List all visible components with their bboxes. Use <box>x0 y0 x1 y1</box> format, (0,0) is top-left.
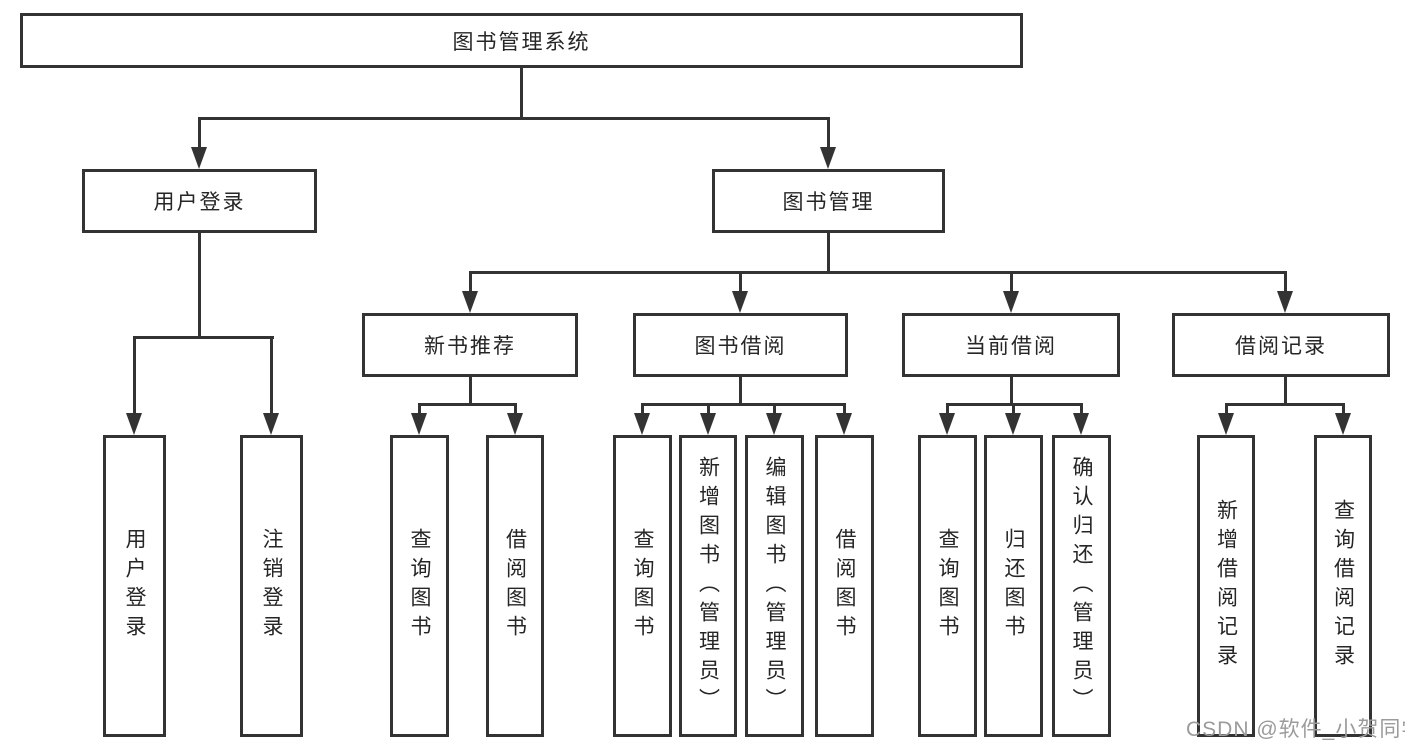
connector-book-management-stem <box>827 233 830 274</box>
arrow-down-icon <box>1218 413 1234 435</box>
leaf-confirm-return-admin: 确认归还（管理员） <box>1052 435 1111 737</box>
connector-leaf-stub <box>641 403 644 416</box>
arrow-down-icon <box>1335 413 1351 435</box>
arrow-down-icon <box>263 413 279 435</box>
leaf-label: 归还图书 <box>1002 528 1025 644</box>
node-current-borrow: 当前借阅 <box>902 313 1120 377</box>
connector-leaf-stub <box>514 403 517 416</box>
arrow-down-icon <box>700 413 716 435</box>
connector-book-management-rail <box>469 271 1287 274</box>
leaf-borrow-books-2: 借阅图书 <box>815 435 874 737</box>
node-borrow-records: 借阅记录 <box>1172 313 1390 377</box>
connector-leaf-stub <box>773 403 776 416</box>
leaf-label: 查询图书 <box>936 528 959 644</box>
leaf-query-books: 查询图书 <box>390 435 449 737</box>
node-label: 当前借阅 <box>965 335 1057 358</box>
leaf-label: 新增借阅记录 <box>1214 499 1238 673</box>
leaf-label: 查询图书 <box>408 528 431 644</box>
node-book-management: 图书管理 <box>712 169 945 233</box>
connector-leaf-stub <box>843 403 846 416</box>
arrow-down-icon <box>1073 413 1089 435</box>
connector-leaf-stub <box>1342 403 1345 416</box>
connector-current-borrow-stem <box>1010 377 1013 406</box>
arrow-down-icon <box>462 291 478 313</box>
connector-new-book-rail <box>418 403 517 406</box>
arrow-down-icon <box>126 413 142 435</box>
node-label: 借阅记录 <box>1235 335 1327 358</box>
arrow-down-icon <box>1277 291 1293 313</box>
connector-book-borrow-stem <box>739 377 742 406</box>
leaf-label: 新增图书（管理员） <box>696 455 720 717</box>
node-label: 图书管理系统 <box>452 30 591 54</box>
arrow-down-icon <box>766 413 782 435</box>
arrow-down-icon <box>820 147 836 169</box>
leaf-label: 编辑图书（管理员） <box>763 455 786 717</box>
leaf-query-books-3: 查询图书 <box>918 435 977 737</box>
connector-leaf-stub <box>418 403 421 416</box>
connector-leaf-stub <box>1080 403 1083 416</box>
leaf-label: 查询借阅记录 <box>1331 499 1355 673</box>
connector-user-login-rail <box>133 336 274 339</box>
node-book-borrow: 图书借阅 <box>633 313 848 377</box>
node-label: 新书推荐 <box>424 335 516 358</box>
connector-to-book-borrow <box>739 271 742 293</box>
leaf-label: 借阅图书 <box>833 528 856 644</box>
node-library-management-system: 图书管理系统 <box>20 13 1023 68</box>
leaf-label: 用户登录 <box>123 528 146 644</box>
connector-root-rail <box>198 117 830 120</box>
connector-leaf-stub <box>1225 403 1228 416</box>
leaf-label: 借阅图书 <box>503 528 527 644</box>
leaf-add-book-admin: 新增图书（管理员） <box>679 435 737 737</box>
arrow-down-icon <box>191 147 207 169</box>
arrow-down-icon <box>411 413 427 435</box>
connector-to-leaf-logout <box>270 336 273 416</box>
connector-root-stem <box>520 68 523 118</box>
leaf-user-login: 用户登录 <box>103 435 166 737</box>
arrow-down-icon <box>836 413 852 435</box>
leaf-query-borrow-record: 查询借阅记录 <box>1314 435 1372 737</box>
arrow-down-icon <box>732 291 748 313</box>
connector-to-user-login <box>198 117 201 148</box>
leaf-add-borrow-record: 新增借阅记录 <box>1197 435 1255 737</box>
connector-to-book-management <box>827 117 830 148</box>
leaf-label: 注销登录 <box>260 528 283 644</box>
connector-user-login-stem <box>198 233 201 337</box>
connector-book-borrow-rail <box>641 403 846 406</box>
connector-to-new-book-recommend <box>469 271 472 293</box>
node-label: 图书管理 <box>782 191 875 214</box>
leaf-borrow-books: 借阅图书 <box>486 435 544 737</box>
connector-leaf-stub <box>707 403 710 416</box>
leaf-label: 查询图书 <box>631 528 654 644</box>
connector-to-current-borrow <box>1010 271 1013 293</box>
connector-to-leaf-user-login <box>133 336 136 416</box>
arrow-down-icon <box>1005 413 1021 435</box>
arrow-down-icon <box>1003 291 1019 313</box>
connector-leaf-stub <box>1012 403 1015 416</box>
connector-to-borrow-records <box>1284 271 1287 293</box>
arrow-down-icon <box>634 413 650 435</box>
arrow-down-icon <box>939 413 955 435</box>
leaf-edit-book-admin: 编辑图书（管理员） <box>745 435 804 737</box>
node-user-login: 用户登录 <box>82 169 317 233</box>
connector-new-book-stem <box>469 377 472 406</box>
leaf-logout: 注销登录 <box>240 435 303 737</box>
node-label: 用户登录 <box>153 191 246 214</box>
leaf-return-book: 归还图书 <box>984 435 1043 737</box>
arrow-down-icon <box>507 413 523 435</box>
leaf-label: 确认归还（管理员） <box>1070 455 1093 717</box>
leaf-query-books-2: 查询图书 <box>613 435 672 737</box>
connector-borrow-records-stem <box>1284 377 1287 406</box>
connector-leaf-stub <box>946 403 949 416</box>
node-label: 图书借阅 <box>694 335 787 358</box>
node-new-book-recommend: 新书推荐 <box>362 313 578 377</box>
connector-borrow-records-rail <box>1225 403 1345 406</box>
watermark-csdn: CSDN @软件_小贺同学 <box>1186 718 1405 741</box>
